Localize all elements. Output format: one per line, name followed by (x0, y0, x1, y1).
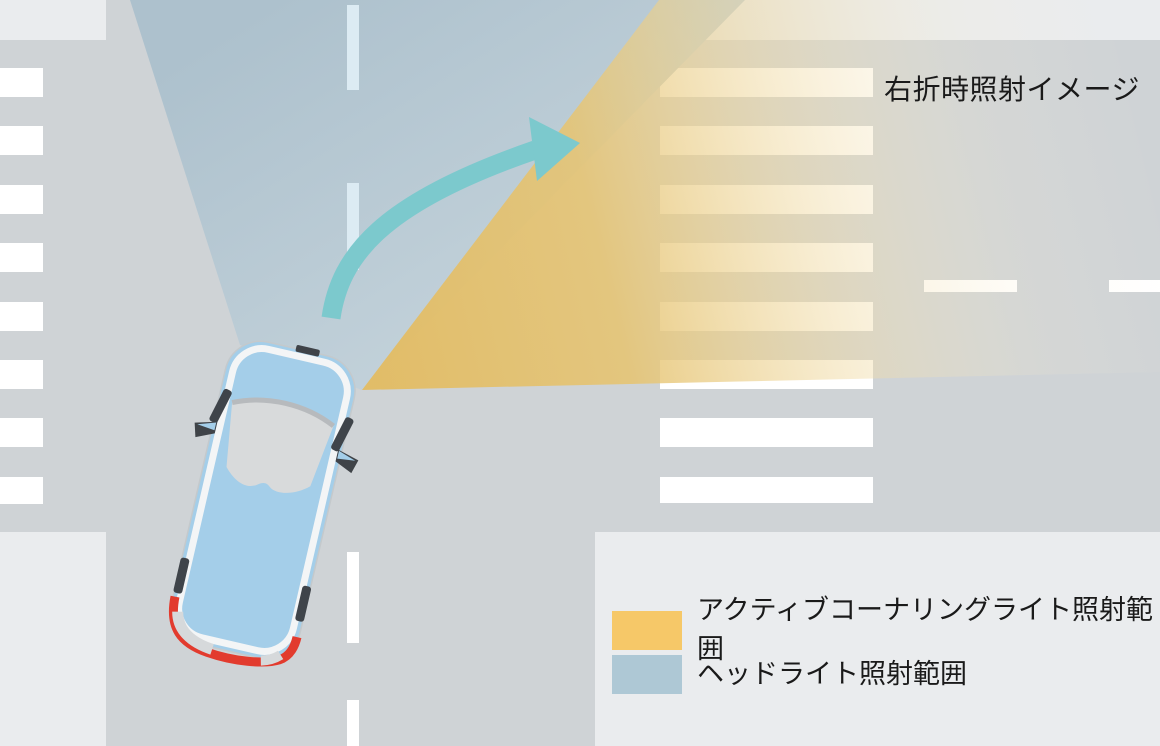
car-cowl-line (231, 397, 336, 428)
crosswalk-stripe (660, 418, 873, 447)
crosswalk-stripe (0, 185, 43, 214)
car-mirror-right-top (337, 450, 356, 461)
crosswalk-stripe (660, 477, 873, 503)
turn-arrow (321, 117, 580, 320)
crosswalk-stripe (0, 360, 43, 389)
car-mirror-left (194, 421, 218, 438)
crosswalk-west (0, 68, 43, 504)
crosswalk-stripe (0, 126, 43, 155)
center-line-dash (347, 5, 359, 90)
legend-swatch-headlight (612, 655, 682, 694)
car-wheel-rear-right (295, 585, 312, 622)
legend-item-cornering: アクティブコーナリングライト照射範囲 (612, 591, 1160, 669)
car-front-sensor (295, 345, 320, 357)
cornering-light-beam (362, 0, 1160, 390)
legend-label-headlight: ヘッドライト照射範囲 (697, 659, 967, 689)
crosswalk-stripe (0, 302, 43, 331)
crosswalk-stripe (0, 477, 43, 504)
car (168, 340, 359, 667)
center-line-dash (347, 552, 359, 643)
car-trim (175, 345, 351, 655)
diagram-title: 右折時照射イメージ (884, 74, 1140, 105)
car-rear-bumper (172, 611, 214, 655)
turn-arrow-head (529, 117, 580, 181)
sidewalk-se (595, 532, 1160, 746)
car-wheel-front-left (209, 388, 232, 423)
crosswalk-stripe (0, 68, 43, 97)
sidewalk-nw (0, 0, 106, 40)
car-mirror-right (335, 449, 359, 474)
car-wheel-front-right (331, 417, 354, 452)
car-rear-bumper-right (260, 650, 284, 666)
legend-item-headlight: ヘッドライト照射範囲 (612, 655, 967, 694)
turn-arrow-shaft (321, 141, 539, 320)
car-wheel-rear-left (173, 557, 190, 594)
legend-label-cornering: アクティブコーナリングライト照射範囲 (697, 595, 1154, 664)
car-windshield (226, 400, 334, 493)
sidewalk-sw (0, 532, 106, 746)
car-mirror-left-top (197, 422, 217, 431)
crosswalk-stripe (0, 243, 43, 272)
legend-swatch-cornering (612, 610, 682, 650)
crosswalk-stripe (0, 418, 43, 447)
center-line-south (347, 552, 359, 746)
center-line-dash (347, 700, 359, 746)
